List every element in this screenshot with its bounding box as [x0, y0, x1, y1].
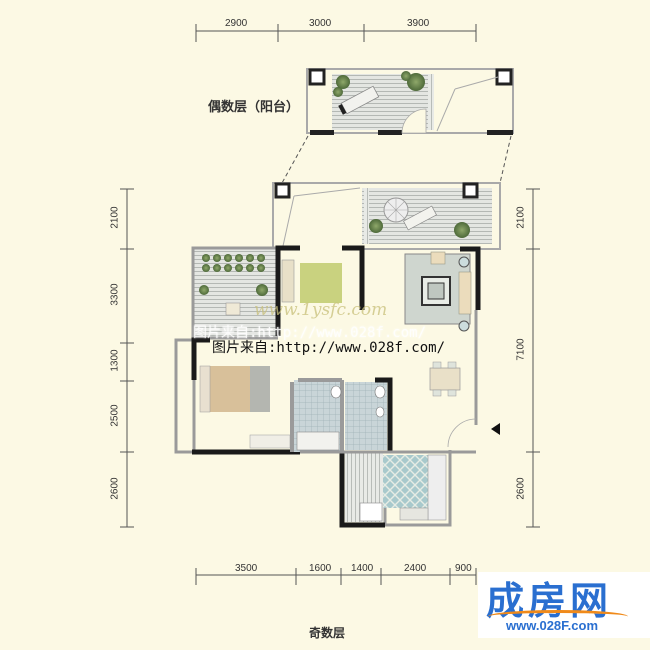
- italic-watermark: www.1ysfc.com: [254, 300, 388, 320]
- bathroom-1: [290, 378, 344, 452]
- source-watermark: 图片来自:http://www.028f.com/: [212, 340, 446, 356]
- site-logo[interactable]: 成房网 www.028F.com: [478, 572, 650, 638]
- logo-arc-icon: [488, 610, 628, 623]
- entrance-arrow-icon: [491, 423, 500, 435]
- dim-top-1: 2900: [225, 18, 248, 29]
- master-bedroom: [174, 337, 300, 455]
- dim-bottom-5: 900: [455, 563, 472, 574]
- dim-bottom-4: 2400: [404, 563, 427, 574]
- bathroom-2: [345, 377, 393, 452]
- dim-top-2: 3000: [309, 18, 332, 29]
- odd-floor-label: 奇数层: [309, 626, 346, 640]
- dim-top-3: 3900: [407, 18, 430, 29]
- kitchen: [339, 450, 452, 528]
- dining-table: [429, 361, 461, 397]
- even-floor-label: 偶数层（阳台）: [208, 100, 300, 115]
- dim-bottom-3: 1400: [351, 563, 374, 574]
- dim-bottom-2: 1600: [309, 563, 332, 574]
- source-watermark-overlay: 图片来自:http://www.028f.com/: [193, 325, 427, 341]
- dim-bottom-1: 3500: [235, 563, 258, 574]
- logo-url: www.028F.com: [506, 618, 598, 633]
- even-floor-balcony: [306, 68, 514, 135]
- living-room: [404, 251, 472, 332]
